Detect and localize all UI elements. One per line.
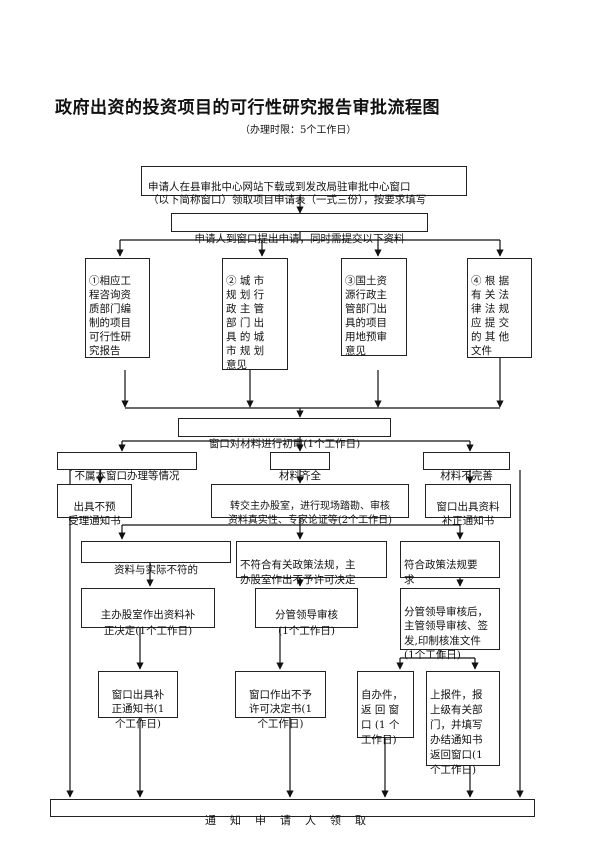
supplement-notice-text: 窗口出具资料 补正通知书 bbox=[436, 501, 500, 527]
leader-review-box: 分管领导审核 (1个工作日) bbox=[255, 588, 358, 637]
page-title: 政府出资的投资项目的可行性研究报告审批流程图 bbox=[55, 98, 440, 118]
compliant-text: 符合政策法规要 求 bbox=[404, 559, 478, 586]
page-subtitle: （办理时限：5个工作日） bbox=[240, 125, 357, 136]
approve-issue-box: 分管领导审核后， 主管领导审核、签 发,印制核准文件 (1个工作日) bbox=[400, 588, 500, 661]
incomplete-box: 材料不完善 bbox=[423, 452, 510, 482]
transfer-box: 转交主办股室，进行现场踏勘、审核 资料真实性、专家论证等(2个工作日) bbox=[211, 484, 409, 526]
self-handle-text: 自办件， 返 回 窗 口 (1 个 工作日) bbox=[361, 689, 403, 746]
reject-notice-text: 出具不预 受理通知书 bbox=[68, 501, 121, 527]
mismatch-box: 资料与实际不符的 bbox=[81, 541, 231, 576]
report-up-box: 上报件，报 上级有关部 门，并填写 办结通知书 返回窗口(1 个工作日) bbox=[426, 671, 500, 776]
supp-decision-box: 主办股室作出资料补 正决定(1个工作日) bbox=[81, 588, 215, 637]
doc1-text: ①相应工 程咨询资 质部门编 制的项目 可行性研 究报告 bbox=[89, 275, 131, 357]
mismatch-text: 资料与实际不符的 bbox=[114, 564, 198, 576]
noncompliant-text: 不符合有关政策法规，主 办股室作出不予许可决定 bbox=[240, 559, 356, 586]
window-deny-box: 窗口作出不予 许可决定书(1 个工作日) bbox=[235, 671, 326, 730]
doc2-box: ② 城 市 规 划 行 政 主 管 部 门 出 具 的 城 市 规 划 意见 bbox=[222, 258, 288, 371]
submit-text: 申请人到窗口提出申请，同时需提交以下资料 bbox=[194, 233, 405, 245]
initial-review-text: 窗口对材料进行初审(1个工作日) bbox=[208, 438, 361, 450]
window-supp-text: 窗口出具补 正通知书(1 个工作日) bbox=[111, 688, 165, 730]
compliant-box: 符合政策法规要 求 bbox=[400, 541, 500, 586]
initial-review-box: 窗口对材料进行初审(1个工作日) bbox=[178, 418, 391, 450]
submit-box: 申请人到窗口提出申请，同时需提交以下资料 bbox=[171, 213, 428, 245]
reject-notice-box: 出具不预 受理通知书 bbox=[57, 484, 132, 527]
window-supp-box: 窗口出具补 正通知书(1 个工作日) bbox=[98, 671, 178, 730]
doc3-text: ③国土资 源行政主 管部门出 具的项目 用地预审 意见 bbox=[345, 275, 387, 357]
doc2-text: ② 城 市 规 划 行 政 主 管 部 门 出 具 的 城 市 规 划 意见 bbox=[226, 275, 265, 371]
apply-form-text: 申请人在县审批中心网站下载或到发改局驻审批中心窗口 （以下简称窗口）领取项目申请… bbox=[148, 181, 427, 206]
final-notice-box: 通知申请人领取 bbox=[50, 799, 535, 827]
incomplete-text: 材料不完善 bbox=[440, 470, 493, 482]
not-scope-box: 不属本窗口办理等情况 bbox=[57, 452, 197, 482]
leader-review-text: 分管领导审核 (1个工作日) bbox=[275, 609, 338, 637]
complete-box: 材料齐全 bbox=[270, 452, 330, 482]
approve-issue-text: 分管领导审核后， 主管领导审核、签 发,印制核准文件 (1个工作日) bbox=[404, 605, 488, 662]
self-handle-box: 自办件， 返 回 窗 口 (1 个 工作日) bbox=[357, 671, 414, 746]
not-scope-text: 不属本窗口办理等情况 bbox=[74, 470, 180, 482]
report-up-text: 上报件，报 上级有关部 门，并填写 办结通知书 返回窗口(1 个工作日) bbox=[430, 689, 483, 776]
doc3-box: ③国土资 源行政主 管部门出 具的项目 用地预审 意见 bbox=[341, 258, 407, 357]
transfer-text: 转交主办股室，进行现场踏勘、审核 资料真实性、专家论证等(2个工作日) bbox=[227, 501, 393, 526]
noncompliant-box: 不符合有关政策法规，主 办股室作出不予许可决定 bbox=[236, 541, 387, 586]
window-deny-text: 窗口作出不予 许可决定书(1 个工作日) bbox=[248, 688, 313, 730]
complete-text: 材料齐全 bbox=[279, 470, 321, 482]
apply-form-box: 申请人在县审批中心网站下载或到发改局驻审批中心窗口 （以下简称窗口）领取项目申请… bbox=[141, 166, 467, 206]
supplement-notice-box: 窗口出具资料 补正通知书 bbox=[425, 484, 511, 527]
final-notice-text: 通知申请人领取 bbox=[205, 814, 380, 827]
supp-decision-text: 主办股室作出资料补 正决定(1个工作日) bbox=[100, 609, 196, 637]
doc1-box: ①相应工 程咨询资 质部门编 制的项目 可行性研 究报告 bbox=[85, 258, 150, 358]
doc4-box: ④ 根 据 有 关 法 律 法 规 应 提 交 的 其 他 文件 bbox=[467, 258, 532, 358]
doc4-text: ④ 根 据 有 关 法 律 法 规 应 提 交 的 其 他 文件 bbox=[471, 275, 510, 357]
